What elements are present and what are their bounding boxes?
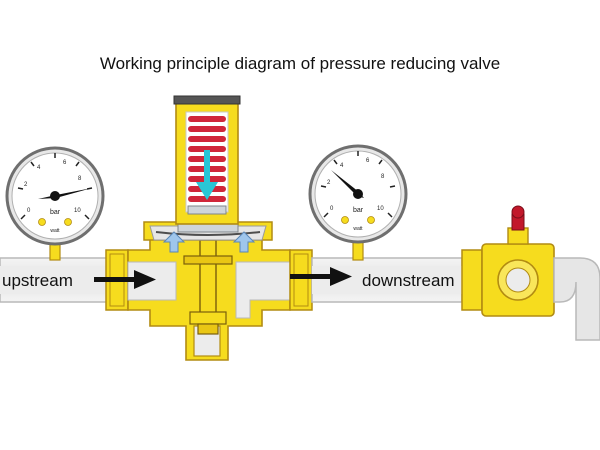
spring-icon <box>188 116 226 202</box>
gauge-right-tick-10: 10 <box>377 206 384 212</box>
flow-arrow-icon <box>94 270 156 289</box>
gauge-right-tick-0: 0 <box>330 206 334 212</box>
elbow-pipe <box>553 257 600 341</box>
diagram-title: Working principle diagram of pressure re… <box>99 54 501 73</box>
ball-valve-icon <box>461 205 555 317</box>
downstream-label: downstream <box>362 271 455 290</box>
gauge-left-needle <box>38 188 92 201</box>
upstream-label: upstream <box>2 271 73 290</box>
diaphragm-arrow-left <box>162 231 186 253</box>
outlet-fitting <box>289 249 313 311</box>
gauge-right-brand: watt <box>353 226 363 232</box>
gauge-right-ticks <box>320 151 396 218</box>
gauge-left-tick-0: 0 <box>27 208 31 214</box>
gauge-right-tick-4: 4 <box>340 163 344 169</box>
gauge-left-brand: watt <box>50 228 60 234</box>
gauge-left-tick-8: 8 <box>78 176 82 182</box>
gauge-left-tick-4: 4 <box>37 165 41 171</box>
gauge-right-tick-8: 8 <box>381 174 385 180</box>
gauge-right-unit: bar <box>353 207 364 214</box>
spring-seat <box>187 205 227 215</box>
valve-stem <box>183 239 233 335</box>
diaphragm-pressure-arrows <box>162 231 256 253</box>
gauge-left-tick-6: 6 <box>63 160 67 166</box>
downstream-pressure-gauge: 0 2 4 6 8 10 bar watt <box>308 144 408 261</box>
gauge-right-tick-2: 2 <box>327 180 331 186</box>
spring-force-arrow <box>196 150 218 200</box>
upstream-pressure-gauge: 0 2 4 6 8 10 bar watt <box>5 146 105 261</box>
gauge-left-unit: bar <box>50 209 61 216</box>
gauge-right-needle <box>331 170 364 199</box>
gauge-left-tick-2: 2 <box>24 182 28 188</box>
gauge-left-tick-10: 10 <box>74 208 81 214</box>
flow-arrow-downstream <box>290 267 352 286</box>
gauge-right-tick-6: 6 <box>366 158 370 164</box>
diaphragm-arrow-right <box>232 231 256 253</box>
